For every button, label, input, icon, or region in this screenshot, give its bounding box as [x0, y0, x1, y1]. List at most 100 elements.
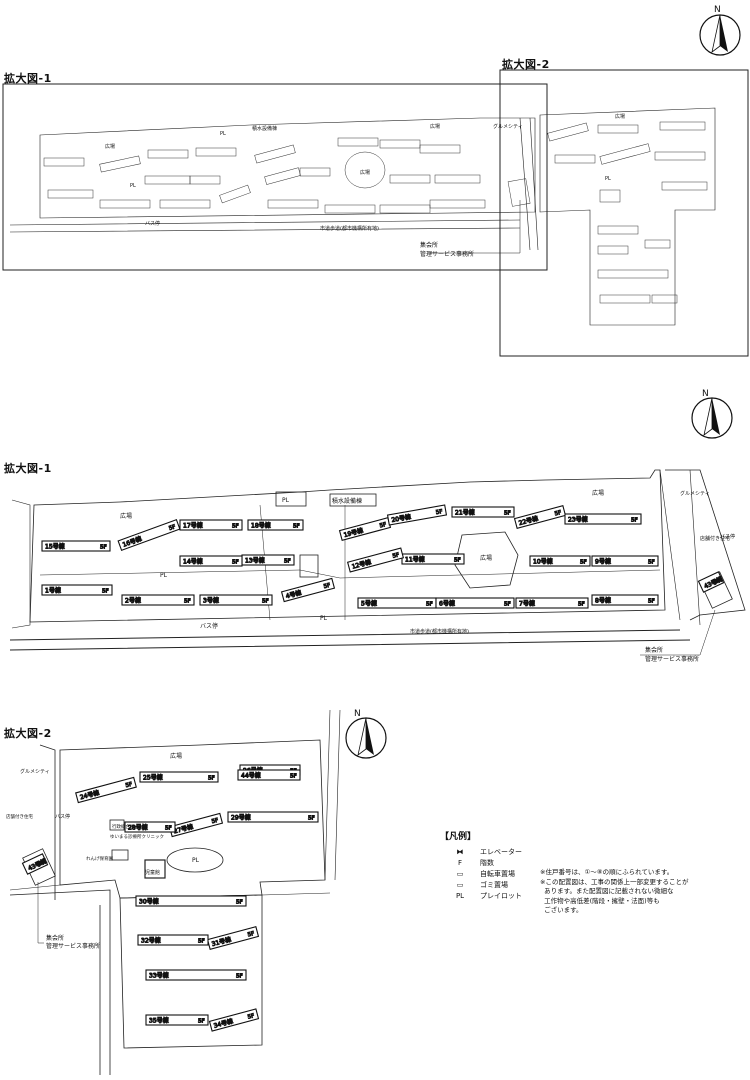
meeting-hall-label: 集会所: [46, 934, 64, 942]
legend-row: F 階数: [440, 858, 740, 869]
building-23号棟: 23号棟 5F: [564, 513, 642, 525]
water-label: 積水設備棟: [252, 125, 277, 132]
building-floors: 5F: [379, 522, 387, 530]
management-office-label: 管理サービス事務所: [420, 250, 474, 258]
building-name: 6号棟: [439, 600, 455, 608]
building-floors: 5F: [100, 545, 107, 551]
building-floors: 5F: [631, 518, 638, 524]
building-name: 7号棟: [519, 600, 535, 608]
building-floors: 5F: [392, 552, 400, 560]
building-name: 25号棟: [143, 774, 163, 782]
compass-n: N: [714, 5, 721, 15]
building-17号棟: 17号棟 5F: [179, 519, 243, 531]
elevator-icon: ⧓: [456, 848, 464, 856]
building-block: [386, 504, 448, 526]
plaza-label: 広場: [615, 113, 625, 120]
building-block: [564, 513, 642, 525]
pl-label: PL: [192, 857, 200, 864]
building-floors: 5F: [293, 524, 300, 530]
building-25号棟: 25号棟 5F: [139, 771, 219, 783]
building-block: [435, 597, 515, 609]
legend-row: ▭ 自転車置場: [440, 869, 740, 880]
legend-text: 階数: [480, 859, 494, 867]
building-floors: 5F: [323, 583, 331, 591]
building-name: 17号棟: [183, 522, 203, 530]
building-floors: 5F: [168, 524, 176, 532]
legend-row: ⧓ エレベーター: [440, 847, 740, 858]
building-name: 23号棟: [568, 516, 588, 524]
bus-stop-label: バス停: [145, 220, 160, 227]
store-label: 行政総合棟: [112, 823, 135, 830]
building-block: [591, 555, 659, 567]
detail-title-1: 拡大図-1: [4, 462, 52, 475]
building-name: 30号棟: [139, 898, 159, 906]
gourmet-label: グルメシティ: [493, 123, 523, 130]
note-line: ございます。: [540, 906, 583, 914]
building-block: [139, 771, 219, 783]
overview-map: [2, 69, 749, 357]
building-block: [451, 506, 515, 518]
building-floors: 5F: [232, 560, 239, 566]
pl-label: PL: [220, 131, 226, 137]
pl-label: PL: [282, 497, 290, 504]
management-office-label: 管理サービス事務所: [46, 942, 100, 950]
building-floors: 5F: [165, 826, 172, 832]
building-name: 28号棟: [128, 824, 148, 832]
building-floors: 5F: [211, 818, 219, 826]
building-block: [513, 505, 567, 529]
compass-icon: N: [699, 5, 741, 56]
road-label: 市道歩道(都市機構所有地): [410, 628, 469, 635]
building-10号棟: 10号棟 5F: [529, 555, 591, 567]
building-name: 13号棟: [245, 557, 265, 565]
compass-n: N: [354, 709, 361, 719]
zoom-frame-2: [499, 69, 749, 357]
zoom-frame-1: [2, 83, 548, 271]
building-block: [41, 540, 111, 552]
overview-title-2: 拡大図-2: [502, 58, 550, 71]
legend-text: エレベーター: [480, 848, 522, 856]
building-block: [247, 519, 304, 531]
building-block: [145, 969, 247, 981]
meeting-hall-label: 集会所: [645, 646, 663, 654]
building-block: [401, 553, 465, 565]
gourmet-label: グルメシティ: [20, 768, 50, 775]
building-name: 1号棟: [45, 587, 61, 595]
building-floors: 5F: [504, 602, 511, 608]
building-28号棟: 28号棟 5F: [124, 821, 176, 833]
building-name: 10号棟: [533, 558, 553, 566]
building-floors: 5F: [208, 776, 215, 782]
garbage-icon: ▭: [456, 881, 464, 889]
floors-icon: F: [457, 859, 463, 867]
building-name: 2号棟: [125, 597, 141, 605]
bus-stop-label: バス停: [55, 813, 70, 820]
note-line: ※この配置図は、工事の関係上一部変更することが: [540, 877, 689, 886]
legend-text: 自転車置場: [480, 870, 515, 878]
building-floors: 5F: [284, 559, 291, 565]
building-floors: 5F: [247, 1013, 255, 1021]
building-floors: 5F: [580, 560, 587, 566]
building-floors: 5F: [578, 602, 585, 608]
plaza-label: 広場: [480, 554, 492, 562]
building-floors: 5F: [232, 524, 239, 530]
building-name: 15号棟: [45, 543, 65, 551]
building-floors: 5F: [426, 602, 433, 608]
building-block: [591, 594, 659, 606]
legend-text: プレイロット: [480, 892, 522, 900]
building-15号棟: 15号棟 5F: [41, 540, 111, 552]
road-label: 市道歩道(都市機構所有地): [320, 225, 379, 232]
compass-icon: N: [691, 389, 733, 439]
building-block: [208, 1008, 260, 1032]
water-label: 積水設備棟: [332, 497, 362, 505]
building-floors: 5F: [198, 939, 205, 945]
